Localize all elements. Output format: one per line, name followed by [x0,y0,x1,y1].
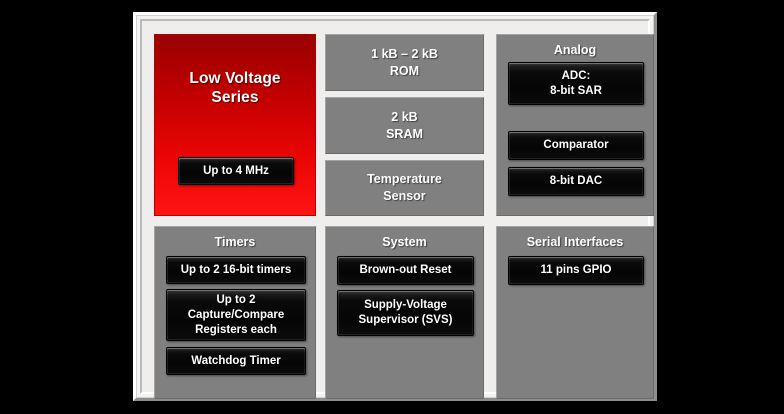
hero-title-line2: Series [211,89,259,106]
brown-out-reset-button[interactable]: Brown-out Reset [337,256,474,285]
timers-16bit-label: Up to 2 16-bit timers [180,263,292,276]
svs-label-line2: Supervisor (SVS) [358,314,453,326]
dac-button[interactable]: 8-bit DAC [508,167,644,196]
comparator-label: Comparator [543,139,609,151]
capture-compare-line3: Registers each [195,323,277,336]
temperature-sensor-block[interactable]: Temperature Sensor [325,160,484,216]
dac-label: 8-bit DAC [549,175,603,187]
clock-speed-label: Up to 4 MHz [203,164,269,177]
adc-label-line2: 8-bit SAR [550,84,602,97]
capture-compare-button[interactable]: Up to 2 Capture/Compare Registers each [166,289,306,341]
watchdog-timer-button[interactable]: Watchdog Timer [166,347,306,375]
clock-speed-button[interactable]: Up to 4 MHz [178,157,294,185]
hero-title-line1: Low Voltage [189,70,281,87]
brown-out-reset-label: Brown-out Reset [359,264,452,276]
timers-panel-title: Timers [214,235,256,249]
watchdog-timer-label: Watchdog Timer [191,354,281,367]
rom-label-line2: ROM [389,63,420,78]
temperature-sensor-line2: Sensor [383,189,426,203]
system-panel: System Brown-out Reset Supply-Voltage Su… [325,226,484,399]
svs-button[interactable]: Supply-Voltage Supervisor (SVS) [337,290,474,336]
serial-interfaces-panel: Serial Interfaces 11 pins GPIO [496,226,654,399]
adc-label-line1: ADC: [561,69,591,82]
temperature-sensor-line1: Temperature [367,172,442,186]
temperature-sensor-label: Temperature Sensor [326,171,483,205]
svs-label: Supply-Voltage Supervisor (SVS) [353,298,459,328]
sram-label-line1: 2 kB [391,109,418,124]
adc-label: ADC: 8-bit SAR [544,69,608,99]
gpio-button[interactable]: 11 pins GPIO [508,256,644,285]
sram-label-line2: SRAM [386,126,423,141]
gpio-label: 11 pins GPIO [540,264,612,276]
analog-panel-title: Analog [553,43,597,57]
sram-label: 2 kB SRAM [326,109,483,143]
hero-title: Low Voltage Series [155,69,315,107]
serial-interfaces-panel-title: Serial Interfaces [526,235,624,249]
timers-panel: Timers Up to 2 16-bit timers Up to 2 Cap… [154,226,316,399]
capture-compare-line2: Capture/Compare [187,308,285,321]
capture-compare-line1: Up to 2 [216,293,256,306]
low-voltage-series-block[interactable]: Low Voltage Series Up to 4 MHz [154,34,316,216]
rom-label: 1 kB – 2 kB ROM [326,46,483,80]
diagram-outer-frame: Low Voltage Series Up to 4 MHz 1 kB – 2 … [133,12,657,401]
system-panel-title: System [382,235,427,249]
svs-label-line1: Supply-Voltage [364,299,447,311]
block-grid: Low Voltage Series Up to 4 MHz 1 kB – 2 … [154,34,654,399]
rom-label-line1: 1 kB – 2 kB [371,46,438,61]
rom-block[interactable]: 1 kB – 2 kB ROM [325,34,484,91]
comparator-button[interactable]: Comparator [508,131,644,160]
analog-panel: Analog ADC: 8-bit SAR Comparator 8-bit D… [496,34,654,216]
timers-16bit-button[interactable]: Up to 2 16-bit timers [166,256,306,284]
capture-compare-label: Up to 2 Capture/Compare Registers each [182,293,291,338]
diagram-inner-frame: Low Voltage Series Up to 4 MHz 1 kB – 2 … [140,19,654,399]
sram-block[interactable]: 2 kB SRAM [325,97,484,154]
adc-button[interactable]: ADC: 8-bit SAR [508,62,644,105]
